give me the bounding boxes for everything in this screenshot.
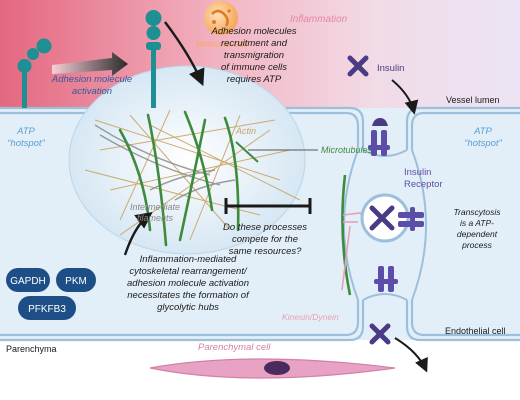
parenchymal-nucleus: [264, 361, 290, 375]
insulin-receptor-bottom: [374, 266, 398, 292]
exocytic-vesicle-bottom: [362, 293, 408, 301]
compete-bracket: [224, 198, 312, 214]
gapdh-label: GAPDH: [10, 276, 46, 287]
inflammation-label: Inflammation: [290, 14, 348, 25]
microtubules: [118, 110, 240, 247]
immune-cell: [204, 1, 238, 35]
parenchymal-cell-label: Parenchymal cell: [198, 342, 271, 353]
glycolytic-arrow: [123, 212, 153, 256]
transcytosis-cell-outline: [343, 149, 427, 301]
recruitment-arrow: [164, 21, 205, 87]
parenchyma-label: Parenchyma: [6, 344, 57, 354]
basal-membrane: [0, 300, 520, 342]
atp-hotspot-left-label: ATP“hotspot”: [7, 126, 45, 149]
insulin-release-arrow: [394, 337, 428, 373]
insulin-molecule-bottom: [369, 323, 391, 345]
microtubules-label: Microtubules: [321, 145, 373, 155]
adhesion-molecule-inactive: [17, 38, 52, 108]
gapdh-pill: [6, 268, 50, 292]
insulin-receptor-top: [368, 118, 390, 156]
pkm-pill: [56, 268, 96, 292]
insulin-receptor-vesicle: [398, 207, 424, 231]
endothelial-cell-label: Endothelial cell: [445, 326, 506, 336]
pfkfb3-label: PFKFB3: [28, 304, 66, 315]
insulin-entry-arrow: [391, 79, 419, 115]
kinesin-dynein-label: Kinesin/Dynein: [282, 312, 339, 322]
insulin-label: Insulin: [377, 63, 404, 74]
insulin-molecule-vesicle: [369, 205, 395, 231]
pkm-label: PKM: [65, 276, 87, 287]
immune-cell-label: Immune cell: [196, 39, 247, 50]
microtubule-track: [341, 174, 352, 296]
adhesion-molecule-active: [145, 10, 162, 108]
pfkfb3-pill: [18, 296, 76, 320]
vessel-lumen-label: Vessel lumen: [446, 95, 500, 105]
actin-label: Actin: [235, 126, 256, 136]
insulin-molecule-top: [347, 55, 369, 77]
microtubule-segment: [235, 141, 259, 163]
activation-arrow: [52, 52, 128, 76]
atp-hotspot-right-label: ATP“hotspot”: [464, 126, 502, 149]
